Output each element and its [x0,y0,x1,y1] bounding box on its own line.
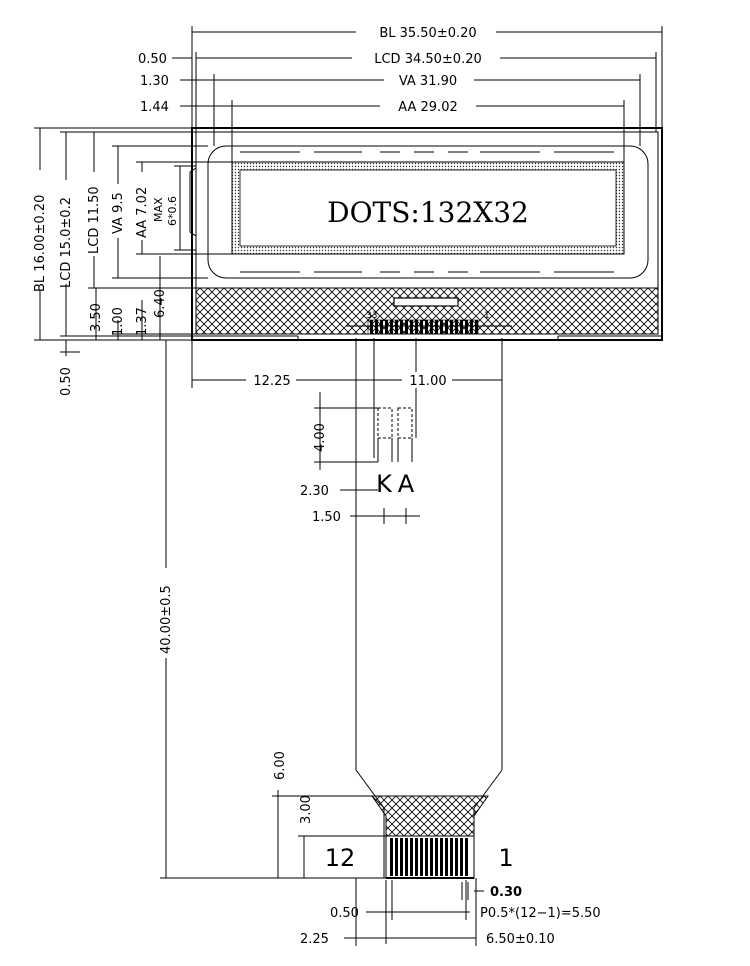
v-350-dim: 3.50 [89,303,104,332]
lcd-height-dim: LCD 15.0±0.2 [59,197,74,288]
h-030-dim: 0.30 [490,885,522,900]
pitch-dim: P0.5*(12−1)=5.50 [480,906,601,921]
v-300-dim: 3.00 [299,795,314,824]
k-label: K [376,470,393,498]
bottom-dimensions: 6.00 3.00 0.30 0.50 P0.5*(12−1)=5.50 2.2… [272,751,601,947]
v-100-dim: 1.00 [111,307,126,336]
pin-33-label: 33 [366,311,377,321]
mid-dimensions: 12.25 11.00 4.00 2.30 1.50 [191,340,503,525]
aa-width-dim: AA 29.02 [398,100,458,115]
lcd-height2-dim: LCD 11.50 [87,186,102,254]
top-dimensions: BL 35.50±0.20 LCD 34.50±0.20 0.50 VA 31.… [138,24,663,162]
v-400-dim: 4.00 [313,423,328,452]
h-050b-dim: 0.50 [330,906,359,921]
va-height-dim: VA 9.5 [111,192,126,234]
pin-1-label: 1 [498,844,513,872]
h-1100-dim: 11.00 [409,374,446,389]
v-640-dim: 6.40 [153,289,168,318]
left-dimensions: BL 16.00±0.20 LCD 15.0±0.2 LCD 11.50 VA … [32,127,232,396]
led-pads: K A [373,338,417,498]
h-150-dim: 1.50 [312,510,341,525]
pin-1-small-label: 1 [484,311,490,321]
v-050-dim: 0.50 [59,367,74,396]
left-144-dim: 1.44 [140,100,169,115]
aa-height-dim: AA 7.02 [135,187,150,238]
h-1225-dim: 12.25 [253,374,290,389]
a-label: A [398,470,415,498]
active-area: DOTS:132X32 [231,161,625,255]
v-600-dim: 6.00 [273,751,288,780]
max-value: 6*0.6 [166,196,179,226]
pin-12-label: 12 [325,844,356,872]
left-050-dim: 0.50 [138,52,167,67]
v-4000-dim: 40.00±0.5 [159,585,174,654]
dots-label: DOTS:132X32 [327,196,529,229]
va-width-dim: VA 31.90 [399,74,457,89]
left-130-dim: 1.30 [140,74,169,89]
lcd-width-dim: LCD 34.50±0.20 [374,52,482,67]
h-230-dim: 2.30 [300,484,329,499]
max-label: MAX [152,197,165,222]
h-650-dim: 6.50±0.10 [486,932,555,947]
bl-height-dim: BL 16.00±0.20 [33,195,48,292]
v-137-dim: 1.37 [135,307,150,336]
fpc-tail: 12 1 [325,338,514,879]
h-225-dim: 2.25 [300,932,329,947]
bl-width-dim: BL 35.50±0.20 [379,26,476,41]
hatched-ledge: 33 1 [195,287,659,335]
tail-length-dim: 40.00±0.5 [158,340,386,879]
base-tabs [192,335,662,340]
